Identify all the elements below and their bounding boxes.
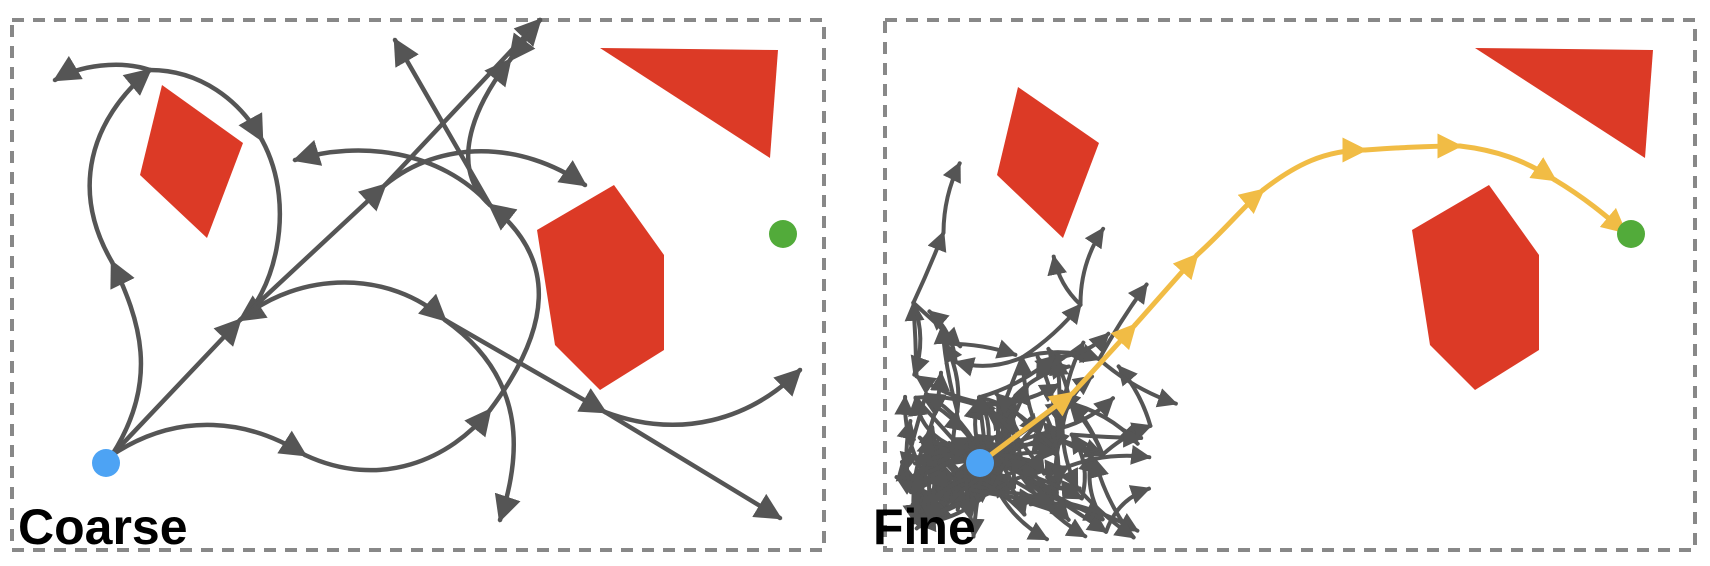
edge [1044,414,1070,485]
panel-title-fine: Fine [873,499,976,555]
solution-path [977,133,1628,466]
path-segment [1132,252,1200,328]
edge [912,434,936,525]
obstacle-triangle [1475,48,1653,158]
edge [1047,254,1083,307]
obstacle-hexagon [1412,185,1539,390]
edge [977,354,1057,400]
coarse-panel: Coarse [10,17,826,555]
edge [1097,357,1178,408]
path-segment [1070,322,1138,396]
coarse-diagram [10,17,826,552]
edge [302,407,493,473]
edge [994,392,1053,447]
edge [913,394,993,414]
edge [147,67,265,143]
edge [941,161,962,235]
coarse-border [10,18,826,552]
edge [109,422,308,458]
path-segment [1457,143,1558,183]
edge [953,355,1025,377]
fine-border [883,18,1697,552]
fine-diagram [883,18,1697,552]
path-segment [977,390,1076,466]
path-segment [1362,133,1463,159]
edge [392,37,493,208]
edge [1061,444,1152,471]
edge [602,409,783,521]
start-node [966,449,994,477]
edge [1089,457,1136,540]
obstacle-diamond [140,85,243,238]
edge [109,259,144,458]
edge [1069,432,1090,501]
edge [907,395,949,446]
edge [109,317,243,458]
edge [1104,485,1151,534]
edge [442,317,521,523]
panel-title-coarse: Coarse [18,499,188,555]
edge [1078,226,1106,307]
edge [487,202,542,413]
goal-node [1617,220,1645,248]
edge [1116,364,1153,428]
edge [990,409,1047,476]
edge [602,367,803,427]
edge [292,139,493,208]
edge [442,317,608,415]
fine-panel: Fine [855,0,1710,566]
edge [52,55,153,83]
path-segment [1260,137,1368,193]
edge [237,280,448,323]
obstacle-triangle [600,48,778,158]
obstacle-diamond [997,87,1099,238]
goal-node [769,220,797,248]
edge [933,323,960,414]
edge [942,341,963,414]
edge [968,487,1039,509]
edge [507,17,543,63]
edge [237,182,388,323]
edge [87,67,153,265]
coarse-edges [52,17,803,523]
edge [1100,422,1153,457]
edge [989,486,1055,506]
edge [237,137,283,323]
path-segment [1552,177,1628,235]
edge [911,230,947,305]
edge [1020,302,1083,360]
obstacle-hexagon [537,185,664,390]
start-node [92,449,120,477]
path-segment [1194,187,1266,258]
edge [896,419,917,482]
edge [1069,427,1144,448]
fine-edges [894,161,1178,542]
edge [910,300,930,377]
edge [382,149,588,188]
edge [466,57,513,208]
